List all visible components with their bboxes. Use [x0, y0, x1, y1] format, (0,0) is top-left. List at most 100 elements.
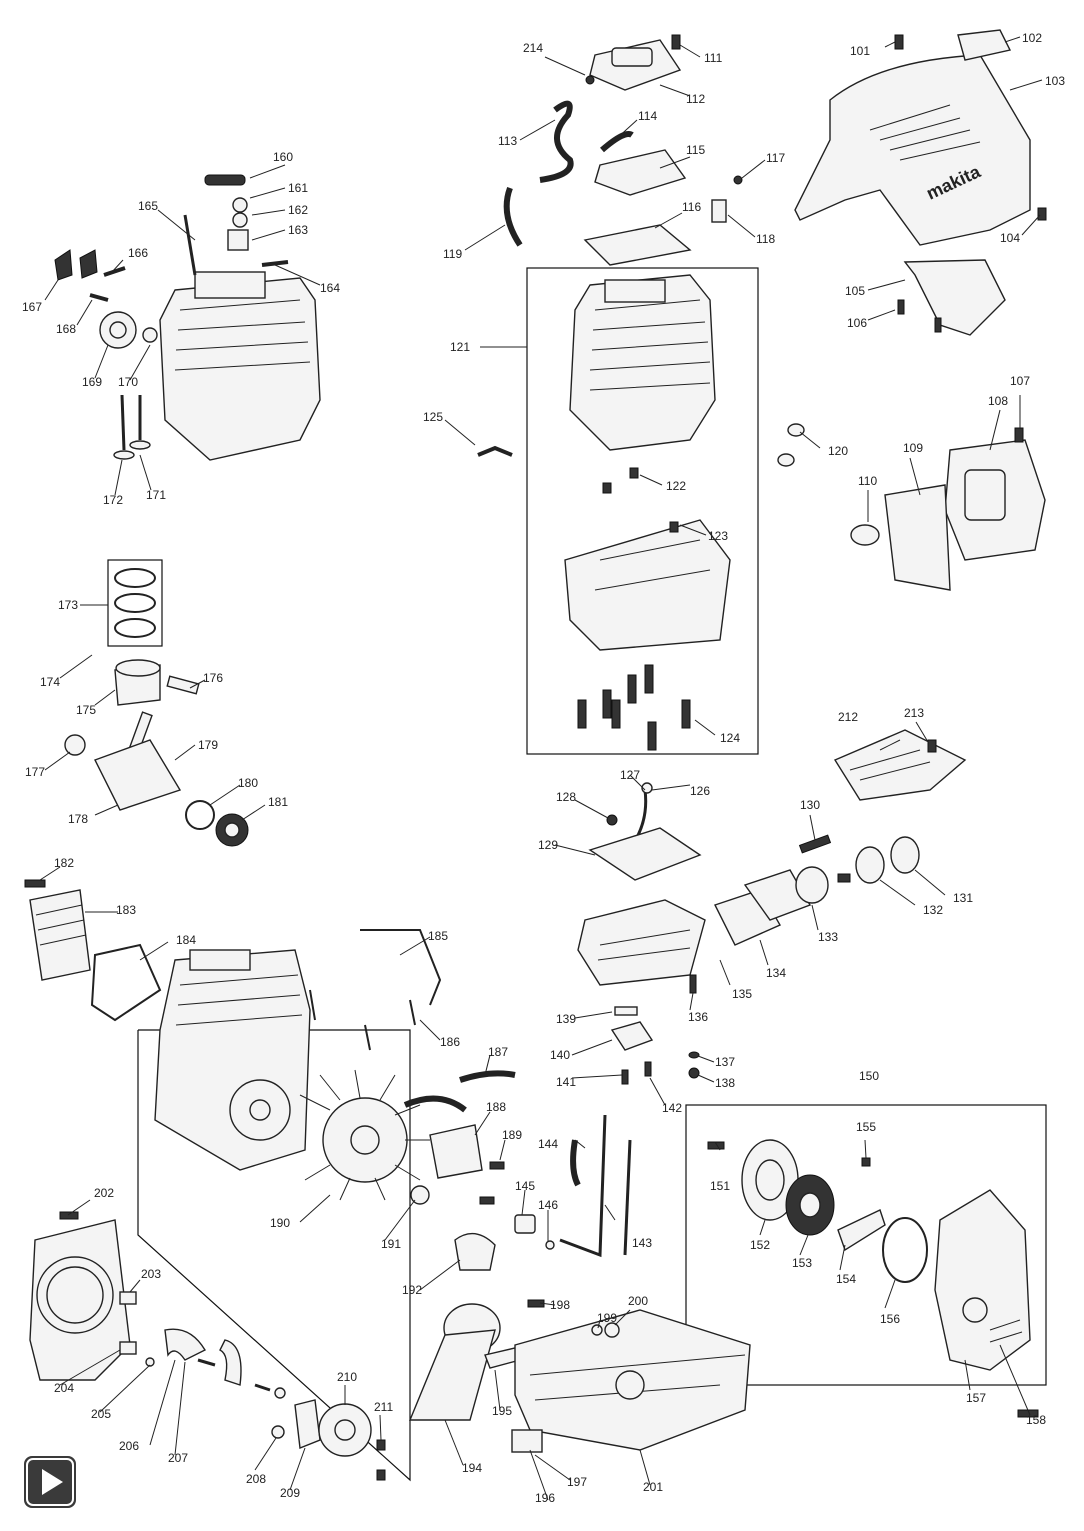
label-162: 162	[288, 203, 308, 217]
label-185: 185	[428, 929, 448, 943]
label-132: 132	[923, 903, 943, 917]
label-126: 126	[690, 784, 710, 798]
label-123: 123	[708, 529, 728, 543]
intake-assembly	[577, 729, 967, 1085]
label-115: 115	[686, 143, 705, 157]
label-118: 118	[756, 232, 775, 246]
label-209: 209	[280, 1486, 300, 1500]
label-180: 180	[238, 776, 258, 790]
label-146: 146	[538, 1198, 558, 1212]
head-cover-parts	[503, 34, 743, 266]
label-157: 157	[966, 1391, 986, 1405]
label-181: 181	[268, 795, 288, 809]
recoil-starter-assembly	[707, 1139, 1039, 1418]
label-198: 198	[550, 1298, 570, 1312]
group-frame-182	[137, 1029, 411, 1482]
label-145: 145	[515, 1179, 535, 1193]
label-108: 108	[988, 394, 1008, 408]
label-186: 186	[440, 1035, 460, 1049]
label-144: 144	[538, 1137, 558, 1151]
label-105: 105	[845, 284, 865, 298]
label-142: 142	[662, 1101, 682, 1115]
cylinder-crankcase-assembly	[477, 274, 805, 751]
play-button[interactable]	[24, 1456, 76, 1508]
cylinder-head-assembly	[54, 174, 321, 461]
label-214: 214	[523, 41, 543, 55]
label-120: 120	[828, 444, 848, 458]
label-171: 171	[146, 488, 166, 502]
label-153: 153	[792, 1256, 812, 1270]
label-133: 133	[818, 930, 838, 944]
label-122: 122	[666, 479, 686, 493]
fuel-tank-assembly	[408, 1114, 751, 1453]
label-166: 166	[128, 246, 148, 260]
label-151: 151	[710, 1179, 730, 1193]
label-205: 205	[91, 1407, 111, 1421]
label-117: 117	[766, 151, 785, 165]
label-129: 129	[538, 838, 558, 852]
label-154: 154	[836, 1272, 856, 1286]
piston-crank-assembly	[64, 568, 249, 847]
group-frame-121	[526, 267, 759, 755]
label-130: 130	[800, 798, 820, 812]
label-134: 134	[766, 966, 786, 980]
group-frame-150	[685, 1104, 1047, 1386]
label-158: 158	[1026, 1413, 1046, 1427]
label-172: 172	[103, 493, 123, 507]
label-195: 195	[492, 1404, 512, 1418]
label-201: 201	[643, 1480, 663, 1494]
label-169: 169	[82, 375, 102, 389]
label-202: 202	[94, 1186, 114, 1200]
label-109: 109	[903, 441, 923, 455]
label-194: 194	[462, 1461, 482, 1475]
label-164: 164	[320, 281, 340, 295]
label-113: 113	[498, 134, 517, 148]
label-143: 143	[632, 1236, 652, 1250]
label-127: 127	[620, 768, 640, 782]
leader-lines	[39, 36, 1043, 1501]
label-184: 184	[176, 933, 196, 947]
label-161: 161	[288, 181, 308, 195]
label-191: 191	[381, 1237, 401, 1251]
label-177: 177	[25, 765, 45, 779]
label-137: 137	[715, 1055, 735, 1069]
label-131: 131	[953, 891, 973, 905]
label-125: 125	[423, 410, 443, 424]
label-138: 138	[715, 1076, 735, 1090]
label-152: 152	[750, 1238, 770, 1252]
label-211: 211	[374, 1400, 393, 1414]
label-176: 176	[203, 671, 223, 685]
flywheel	[299, 1069, 430, 1201]
label-183: 183	[116, 903, 136, 917]
crankcase-bolts	[577, 664, 691, 751]
label-167: 167	[22, 300, 42, 314]
label-175: 175	[76, 703, 96, 717]
label-210: 210	[337, 1370, 357, 1384]
muffler-assembly	[850, 427, 1046, 591]
label-139: 139	[556, 1012, 576, 1026]
label-141: 141	[556, 1075, 576, 1089]
label-124: 124	[720, 731, 740, 745]
label-114: 114	[638, 109, 657, 123]
label-204: 204	[54, 1381, 74, 1395]
label-206: 206	[119, 1439, 139, 1453]
label-140: 140	[550, 1048, 570, 1062]
label-106: 106	[847, 316, 867, 330]
label-163: 163	[288, 223, 308, 237]
label-103: 103	[1045, 74, 1065, 88]
label-160: 160	[273, 150, 293, 164]
label-155: 155	[856, 1120, 876, 1134]
label-104: 104	[1000, 231, 1020, 245]
label-128: 128	[556, 790, 576, 804]
label-101: 101	[850, 44, 870, 58]
label-178: 178	[68, 812, 88, 826]
label-150: 150	[859, 1069, 879, 1083]
part-labels: 101 102 103 104 105 106 107 108 109 110 …	[22, 31, 1065, 1505]
label-197: 197	[567, 1475, 587, 1489]
label-189: 189	[502, 1128, 522, 1142]
group-frame-173	[107, 559, 163, 647]
label-116: 116	[682, 200, 701, 214]
clutch-assembly	[29, 1211, 386, 1481]
label-207: 207	[168, 1451, 188, 1465]
